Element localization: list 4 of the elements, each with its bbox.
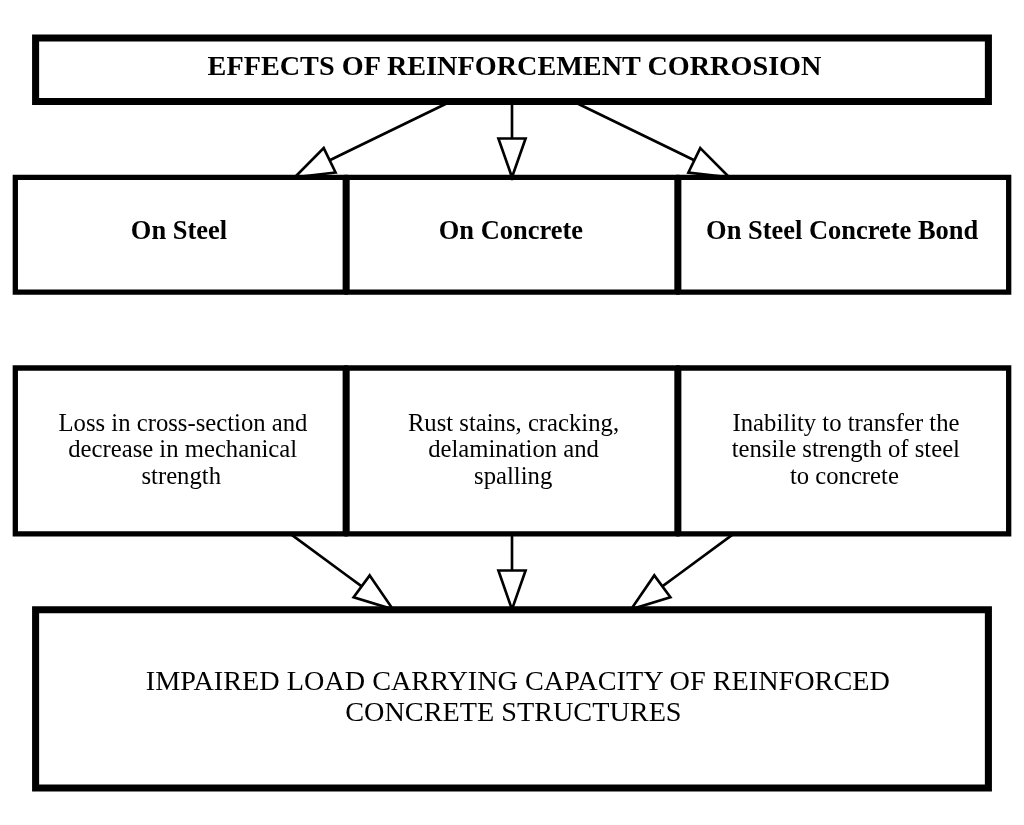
node-box: EFFECTS OF REINFORCEMENT CORROSION [32,34,992,105]
node-box: IMPAIRED LOAD CARRYING CAPACITY OF REINFORCED CONCRETE STRUCTURES [32,605,992,791]
node-box: Inability to transfer the tensile strength of steel to concrete [676,364,1012,536]
node-box: On Steel Concrete Bond [676,174,1012,295]
